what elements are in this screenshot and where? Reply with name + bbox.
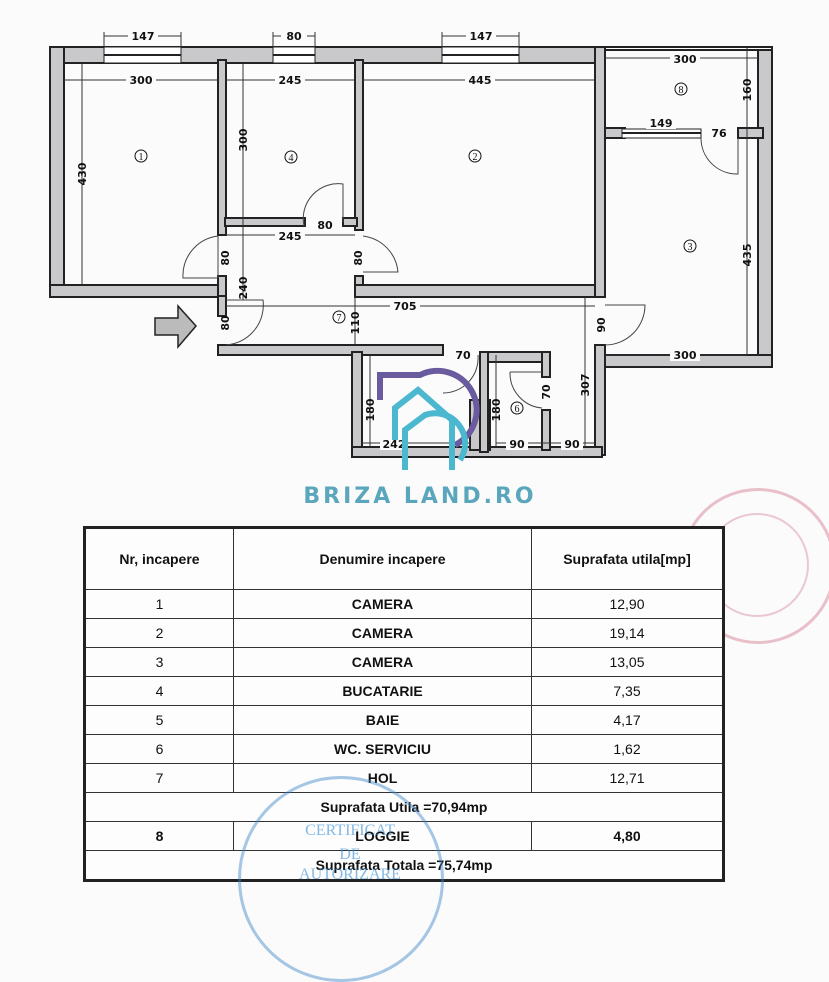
dimension-lines: [64, 32, 758, 447]
svg-text:242: 242: [383, 438, 406, 451]
svg-text:149: 149: [650, 117, 673, 130]
svg-text:180: 180: [364, 398, 377, 421]
room-area: 12,71: [531, 763, 724, 793]
header-room-area: Suprafata utila[mp]: [531, 527, 724, 590]
table-header-row: Nr, incapere Denumire incapere Suprafata…: [84, 527, 724, 590]
svg-text:245: 245: [279, 74, 302, 87]
svg-text:147: 147: [132, 30, 155, 43]
svg-text:4: 4: [289, 153, 294, 164]
svg-text:435: 435: [741, 244, 754, 267]
svg-text:80: 80: [352, 250, 365, 266]
room-name: CAMERA: [233, 589, 532, 619]
svg-text:110: 110: [349, 311, 362, 334]
svg-text:80: 80: [317, 219, 333, 232]
stamp-text-line3: AUTORIZARE: [299, 866, 401, 883]
room-area: 12,90: [531, 589, 724, 619]
room-name: CAMERA: [233, 618, 532, 648]
room-area: 19,14: [531, 618, 724, 648]
windows: [103, 46, 702, 139]
svg-text:6: 6: [515, 404, 520, 415]
room-number: 8: [84, 821, 234, 851]
entry-arrow-icon: [154, 304, 197, 350]
room-number: 6: [84, 734, 234, 764]
brand-logo-icon: [377, 367, 480, 470]
svg-text:300: 300: [130, 74, 153, 87]
room-name: BUCATARIE: [233, 676, 532, 706]
brand-name: BRIZA LAND.RO: [303, 484, 537, 509]
room-area: 4,80: [531, 821, 724, 851]
room-name: CAMERA: [233, 647, 532, 677]
svg-text:70: 70: [540, 384, 553, 400]
stamp-text-line2: DE: [339, 846, 361, 863]
svg-text:70: 70: [455, 349, 471, 362]
svg-text:1: 1: [139, 152, 144, 163]
room-area: 1,62: [531, 734, 724, 764]
svg-text:90: 90: [595, 317, 608, 333]
table-row: 7 HOL 12,71: [84, 763, 724, 793]
svg-text:90: 90: [509, 438, 525, 451]
table-row: 6 WC. SERVICIU 1,62: [84, 734, 724, 764]
room-area-table: Nr, incapere Denumire incapere Suprafata…: [83, 526, 725, 882]
svg-text:76: 76: [711, 127, 727, 140]
svg-text:240: 240: [237, 276, 250, 299]
table-row: 3 CAMERA 13,05: [84, 647, 724, 677]
svg-text:80: 80: [219, 315, 232, 331]
room-number: 7: [84, 763, 234, 793]
svg-text:3: 3: [688, 242, 693, 253]
svg-text:180: 180: [490, 398, 503, 421]
svg-text:300: 300: [237, 128, 250, 151]
stamp-text-line1: CERTIFICAT: [305, 822, 395, 839]
room-area: 7,35: [531, 676, 724, 706]
svg-text:245: 245: [279, 230, 302, 243]
svg-text:80: 80: [286, 30, 302, 43]
svg-text:7: 7: [337, 313, 342, 324]
room-numbers: 1 4 2 8 3 7 6: [134, 82, 697, 415]
svg-text:300: 300: [674, 53, 697, 66]
room-number: 4: [84, 676, 234, 706]
room-name: WC. SERVICIU: [233, 734, 532, 764]
room-number: 5: [84, 705, 234, 735]
table-row: 1 CAMERA 12,90: [84, 589, 724, 619]
svg-text:445: 445: [469, 74, 492, 87]
dimension-labels: 147 80 147 300 245 445 300 430 300 160 4…: [76, 29, 754, 451]
svg-text:705: 705: [394, 300, 417, 313]
svg-text:300: 300: [674, 349, 697, 362]
room-name: BAIE: [233, 705, 532, 735]
floor-plan: 147 80 147 300 245 445 300 430 300 160 4…: [49, 29, 773, 470]
table-row: 5 BAIE 4,17: [84, 705, 724, 735]
svg-text:80: 80: [219, 250, 232, 266]
svg-text:307: 307: [579, 374, 592, 397]
svg-text:90: 90: [564, 438, 580, 451]
walls: [49, 46, 773, 458]
svg-text:430: 430: [76, 162, 89, 185]
svg-text:8: 8: [679, 85, 684, 96]
room-number: 2: [84, 618, 234, 648]
header-room-number: Nr, incapere: [84, 527, 234, 590]
svg-text:147: 147: [470, 30, 493, 43]
room-area: 4,17: [531, 705, 724, 735]
room-area: 13,05: [531, 647, 724, 677]
svg-text:2: 2: [473, 152, 478, 163]
table-row: 4 BUCATARIE 7,35: [84, 676, 724, 706]
svg-text:160: 160: [741, 78, 754, 101]
doors: [182, 137, 739, 409]
room-number: 3: [84, 647, 234, 677]
header-room-name: Denumire incapere: [233, 527, 532, 590]
room-number: 1: [84, 589, 234, 619]
table-row: 2 CAMERA 19,14: [84, 618, 724, 648]
